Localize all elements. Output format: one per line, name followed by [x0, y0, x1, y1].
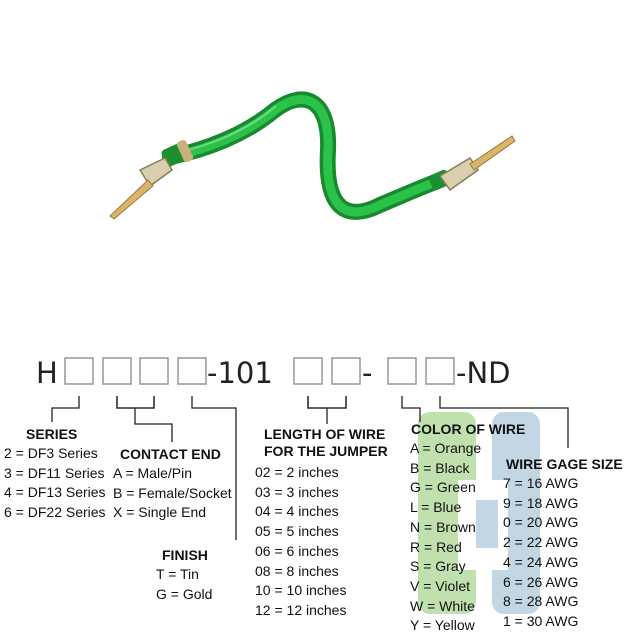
gage-heading: WIRE GAGE SIZE [506, 456, 623, 472]
length-heading-line-2: FOR THE JUMPER [264, 443, 388, 459]
list-item: 7 = 16 AWG [503, 475, 579, 491]
list-item: B = Black [410, 459, 470, 476]
contact-end-box-2 [139, 357, 169, 385]
color-leader [401, 396, 421, 422]
color-box [387, 357, 417, 385]
list-item: B = Female/Socket [113, 484, 232, 501]
length-list: 02 = 2 inches 03 = 3 inches 04 = 4 inche… [255, 463, 346, 621]
finish-leader [191, 396, 237, 540]
gage-leader [439, 396, 569, 448]
color-heading: COLOR OF WIRE [411, 421, 526, 437]
list-item: Y = Yellow [410, 617, 475, 634]
part-number-prefix: H [36, 356, 58, 390]
length-box-2 [331, 357, 361, 385]
leader-lines [51, 396, 569, 540]
series-heading: SERIES [26, 426, 78, 442]
part-number-mid: -101 [207, 356, 273, 390]
list-item: L = Blue [410, 499, 462, 516]
contact-end-list: A = Male/Pin B = Female/Socket X = Singl… [113, 464, 232, 523]
series-box [64, 357, 94, 385]
list-item: G = Gold [156, 585, 213, 602]
list-item: S = Gray [410, 558, 466, 575]
list-item: T = Tin [156, 566, 199, 582]
finish-list: T = Tin G = Gold [156, 565, 212, 604]
list-item: 4 = DF13 Series [4, 484, 106, 501]
part-number-dash: - [362, 356, 372, 390]
list-item: 02 = 2 inches [255, 464, 339, 480]
list-item: A = Male/Pin [113, 465, 192, 481]
part-number-boxes [64, 357, 455, 385]
list-item: X = Single End [113, 504, 207, 521]
length-heading-line-1: LENGTH OF WIRE [264, 426, 386, 442]
list-item: 0 = 20 AWG [503, 514, 579, 531]
list-item: N = Brown [410, 518, 476, 535]
contact-end-leader [116, 396, 155, 409]
list-item: 04 = 4 inches [255, 503, 339, 520]
list-item: 06 = 6 inches [255, 542, 339, 559]
list-item: 2 = 22 AWG [503, 534, 579, 551]
list-item: V = Violet [410, 577, 471, 594]
list-item: 4 = 24 AWG [503, 553, 579, 570]
watermark-logo [418, 412, 540, 614]
list-item: 1 = 30 AWG [503, 612, 579, 629]
color-list: A = Orange B = Black G = Green L = Blue … [410, 439, 481, 636]
series-list: 2 = DF3 Series 3 = DF11 Series 4 = DF13 … [4, 444, 106, 523]
list-item: G = Green [410, 479, 476, 496]
list-item: 12 = 12 inches [255, 601, 347, 618]
list-item: R = Red [410, 538, 462, 555]
list-item: 03 = 3 inches [255, 483, 339, 500]
list-item: 05 = 5 inches [255, 523, 339, 540]
jumper-cable-image [109, 91, 516, 220]
contact-end-box-1 [102, 357, 132, 385]
contact-end-heading: CONTACT END [120, 446, 221, 462]
list-item: A = Orange [410, 440, 482, 456]
list-item: 2 = DF3 Series [4, 445, 98, 461]
list-item: 6 = 26 AWG [503, 573, 579, 590]
finish-box [177, 357, 207, 385]
list-item: 08 = 8 inches [255, 562, 339, 579]
list-item: 6 = DF22 Series [4, 504, 106, 521]
part-number-suffix: -ND [456, 356, 511, 390]
gage-box [425, 357, 455, 385]
list-item: 3 = DF11 Series [4, 464, 105, 481]
length-leader [307, 396, 347, 409]
gage-list: 7 = 16 AWG 9 = 18 AWG 0 = 20 AWG 2 = 22 … [503, 474, 578, 632]
list-item: 10 = 10 inches [255, 582, 347, 599]
series-leader [51, 396, 80, 422]
length-box-1 [293, 357, 323, 385]
list-item: 8 = 28 AWG [503, 593, 579, 610]
list-item: W = White [410, 597, 475, 614]
length-heading: LENGTH OF WIRE FOR THE JUMPER [264, 426, 388, 460]
list-item: 9 = 18 AWG [503, 494, 579, 511]
finish-heading: FINISH [162, 547, 208, 563]
